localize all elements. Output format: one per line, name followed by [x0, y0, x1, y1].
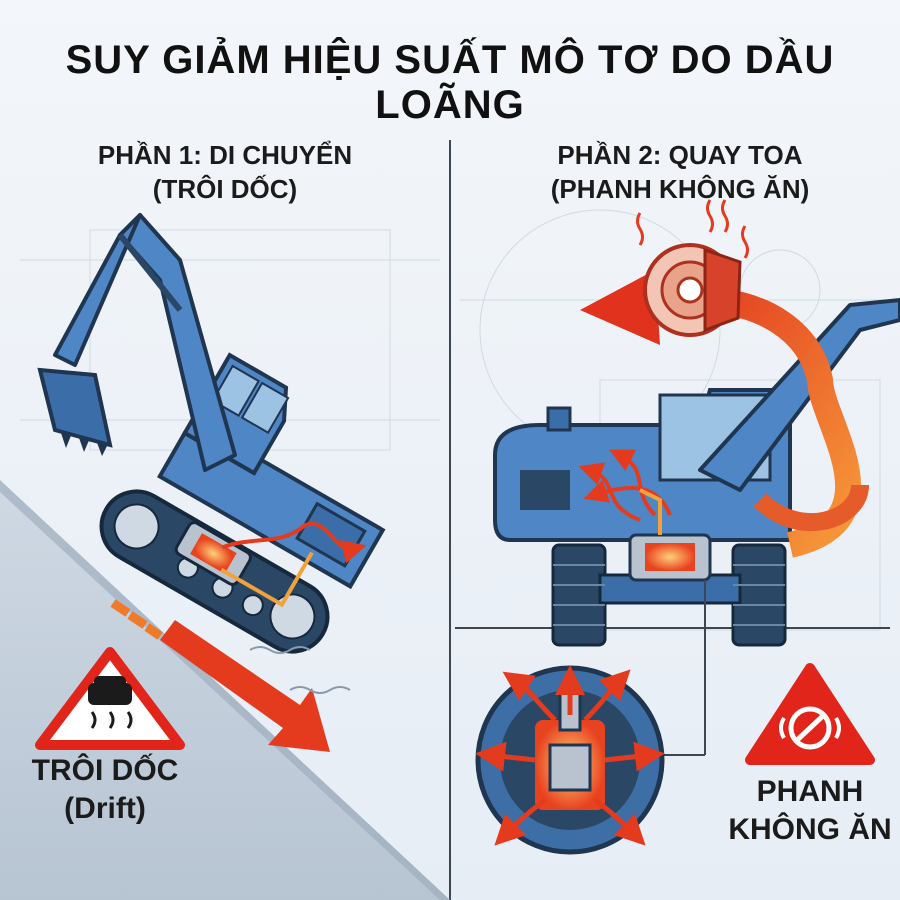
right-heading-line1: PHẦN 2: QUAY TOA	[557, 140, 803, 170]
left-bucket	[37, 367, 113, 448]
rotation-arrow-icon	[580, 270, 869, 558]
left-heading-line1: PHẦN 1: DI CHUYỂN	[97, 140, 353, 170]
right-tracks	[551, 543, 787, 647]
drift-label-line2: (Drift)	[64, 792, 146, 825]
main-title: SUY GIẢM HIỆU SUẤT MÔ TƠ DO DẦU LOÃNG	[65, 38, 835, 127]
brake-label-line2: KHÔNG ĂN	[728, 813, 892, 846]
travel-excavator	[99, 352, 386, 654]
left-heading-line2: (TRÔI DỐC)	[152, 174, 298, 204]
drift-motion-lines	[110, 599, 163, 640]
skid-warning-icon	[35, 647, 185, 750]
brake-label-line1: PHANH	[756, 775, 864, 808]
right-panel-heading: PHẦN 2: QUAY TOA (PHANH KHÔNG ĂN)	[500, 138, 860, 206]
drift-label-line1: TRÔI DỐC	[31, 754, 179, 787]
motor-detail-zoom	[475, 665, 665, 855]
drift-arrow-icon	[160, 620, 330, 752]
drift-label: TRÔI DỐC (Drift)	[30, 752, 180, 828]
panel-divider	[449, 140, 451, 900]
left-panel-heading: PHẦN 1: DI CHUYỂN (TRÔI DỐC)	[60, 138, 390, 206]
brake-warning-icon	[745, 663, 875, 765]
left-boom-arm	[53, 213, 237, 472]
right-boom	[698, 298, 900, 492]
brake-disc-icon	[643, 243, 742, 337]
brake-label: PHANH KHÔNG ĂN	[725, 773, 895, 849]
right-heading-line2: (PHANH KHÔNG ĂN)	[550, 174, 810, 204]
